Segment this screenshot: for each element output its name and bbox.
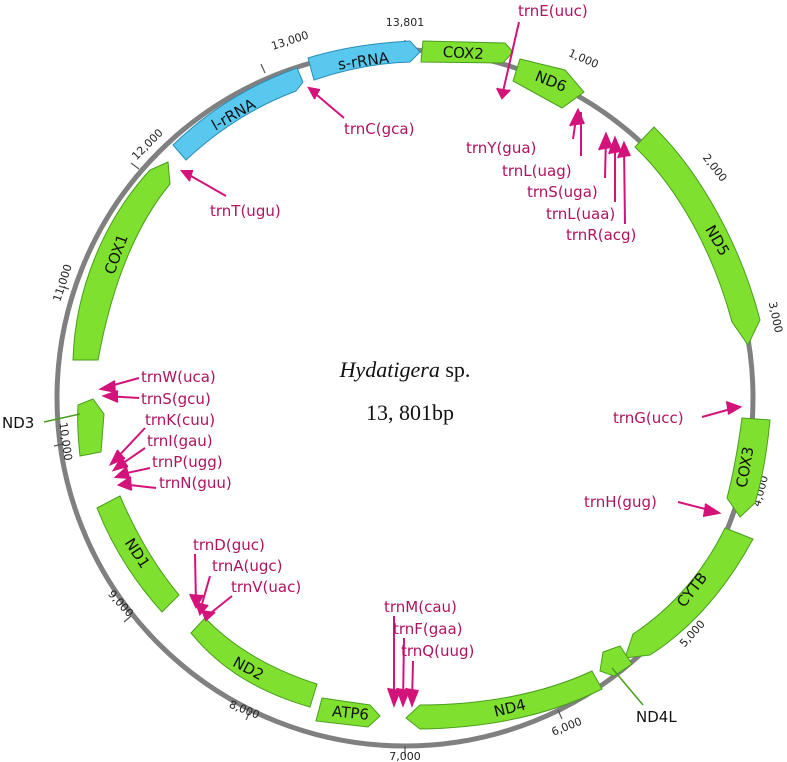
trna-marker-trnf [396, 687, 410, 708]
gene-arrow-cox3 [726, 417, 771, 518]
trna-label: trnH(gug) [584, 493, 657, 511]
genome-length: 13, 801bp [366, 400, 454, 425]
trna-marker-trnc [307, 86, 321, 100]
gene-arrow-nd4 [405, 670, 603, 730]
trna-label: trnV(uac) [231, 578, 301, 596]
tick-mark [245, 710, 251, 721]
trna-label: trnC(gca) [344, 120, 414, 138]
trna-label: trnA(ugc) [212, 557, 283, 575]
tick-mark [130, 162, 140, 170]
callouts: ND3 ND4L [2, 413, 677, 726]
trna-label: trnK(cuu) [145, 411, 215, 429]
trna-marker-trnl-uaa [608, 135, 622, 155]
tick-label: 12,000 [129, 126, 165, 162]
gene-arrow-nd3 [77, 398, 105, 457]
trna-label: trnL(uaa) [546, 205, 615, 223]
center-title: Hydatigera sp. 13, 801bp [339, 357, 471, 425]
gene-arrow-l-rrna [172, 67, 304, 161]
trna-label: trnQ(uug) [401, 642, 474, 660]
gene-label-atp6: ATP6 [331, 702, 370, 724]
trna-marker-trnp [113, 466, 131, 479]
trna-label: trnY(gua) [466, 139, 536, 157]
gene-arrow-nd1 [96, 495, 180, 613]
trna-marker-trnm [387, 687, 401, 708]
trna-marker-trny [569, 107, 585, 127]
trna-marker-trni [111, 456, 129, 472]
trna-marker-trnd [189, 593, 204, 610]
tick-label: 3,000 [766, 301, 785, 335]
tick-mark [53, 443, 65, 447]
callout-line-nd4l [611, 667, 644, 706]
trna-marker-trns-uga [598, 131, 613, 151]
gene-arrow-nd2 [190, 617, 318, 708]
species-genus: Hydatigera [339, 357, 440, 382]
trna-label: trnE(uuc) [518, 2, 588, 20]
trna-label: trnS(uga) [527, 183, 598, 201]
trna-pointer-trnr [623, 145, 626, 225]
callout-line-nd3 [43, 413, 81, 423]
trna-label: trnF(gaa) [393, 620, 463, 638]
gene-label-cox2: COX2 [442, 43, 484, 63]
callout-label-nd4l: ND4L [636, 708, 677, 726]
trna-label: trnW(uca) [141, 368, 216, 386]
trna-labels: trnE(uuc) trnY(gua) trnL(uag) trnS(uga) … [141, 2, 684, 660]
trna-marker-trne [496, 87, 511, 100]
gene-arrow-atp6 [315, 697, 381, 728]
trna-label: trnS(gcu) [141, 390, 211, 408]
gene-arrow-nd6 [512, 58, 585, 109]
gene-arrows [72, 40, 771, 730]
gene-arrow-nd5 [634, 126, 761, 346]
tick-label: 8,000 [227, 698, 261, 722]
tick-label: 9,000 [105, 588, 136, 620]
tick-label: 13,000 [270, 29, 311, 53]
trna-label: trnM(cau) [384, 598, 457, 616]
tick-label: 13,801 [386, 16, 425, 29]
tick-label: 6,000 [550, 715, 584, 739]
trna-marker-trnt [179, 170, 193, 182]
trna-label: trnP(ugg) [152, 453, 223, 471]
tick-label: 1,000 [566, 46, 600, 71]
tick-mark [123, 615, 132, 623]
gene-arrow-cytb [624, 527, 754, 659]
tick-mark [260, 63, 266, 74]
trna-label: trnL(uag) [502, 162, 572, 180]
tick-label: 10,000 [56, 422, 74, 462]
tick-label: 7,000 [389, 750, 421, 762]
trna-marker-trna [195, 601, 209, 616]
trna-label: trnG(ucc) [613, 409, 684, 427]
trna-marker-trnq [405, 687, 419, 708]
trna-label: trnR(acg) [566, 226, 636, 244]
gene-arrow-s-rrna [307, 40, 421, 81]
tick-mark [58, 285, 70, 290]
callout-label-nd3: ND3 [2, 414, 34, 432]
gene-arrow-cox2 [420, 40, 514, 64]
trna-marker-trnw [98, 380, 117, 393]
trna-label: trnT(ugu) [210, 202, 281, 220]
trna-label: trnN(guu) [159, 474, 232, 492]
trna-marker-trnn [116, 476, 133, 491]
trna-label: trnD(guc) [193, 536, 265, 554]
species-suffix: sp. [440, 357, 471, 382]
trna-marker-trnr [617, 140, 631, 159]
trna-label: trnI(gau) [147, 432, 213, 450]
gene-arrow-cox1 [72, 161, 171, 361]
species-name: Hydatigera sp. [339, 357, 471, 382]
trna-arrows [98, 21, 743, 708]
trna-pointer-trne [501, 21, 520, 97]
trna-marker-trng [725, 401, 743, 415]
tick-label: 2,000 [700, 151, 730, 184]
trna-marker-trnv [201, 609, 216, 622]
tick-mark [557, 709, 563, 720]
gene-arrow-nd4l [599, 645, 633, 677]
trna-marker-trns-gcu [101, 390, 119, 403]
trna-marker-trnh [702, 503, 722, 517]
